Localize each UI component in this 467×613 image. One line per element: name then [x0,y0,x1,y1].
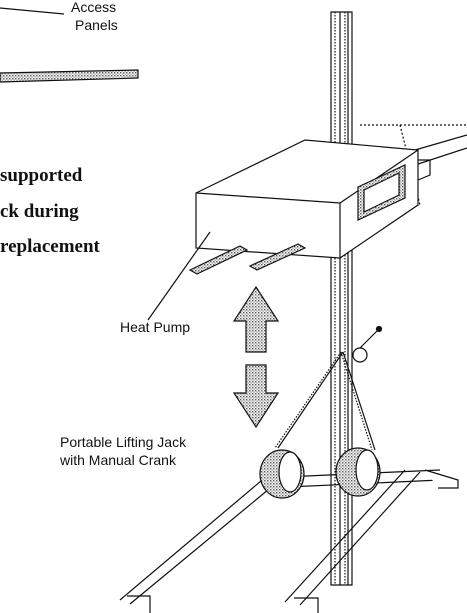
access-panel-strip [0,69,139,83]
mast-braces [274,351,376,451]
caption-line3: replacement [0,236,100,257]
jack-label-line2: with Manual Crank [60,452,176,468]
access-panels-label-line2: Panels [75,17,118,33]
crank-handle-icon [352,325,383,363]
wheel-icon [259,447,381,499]
rear-rail [414,134,467,166]
down-arrow-icon [232,364,280,429]
lifting-forks [188,243,307,275]
access-panels-label-line1: Access [71,0,117,15]
up-arrow-icon [232,285,280,353]
access-panels-leader [0,7,65,15]
caption-line1: supported [0,165,83,186]
heat-pump-leader [147,231,211,321]
jack-base [119,469,459,613]
heat-pump-label: Heat Pump [120,319,191,335]
heat-pump-unit [195,139,431,259]
caption-line2: ck during [0,201,79,222]
jack-mast [330,11,353,586]
jack-label-line1: Portable Lifting Jack [60,434,187,450]
